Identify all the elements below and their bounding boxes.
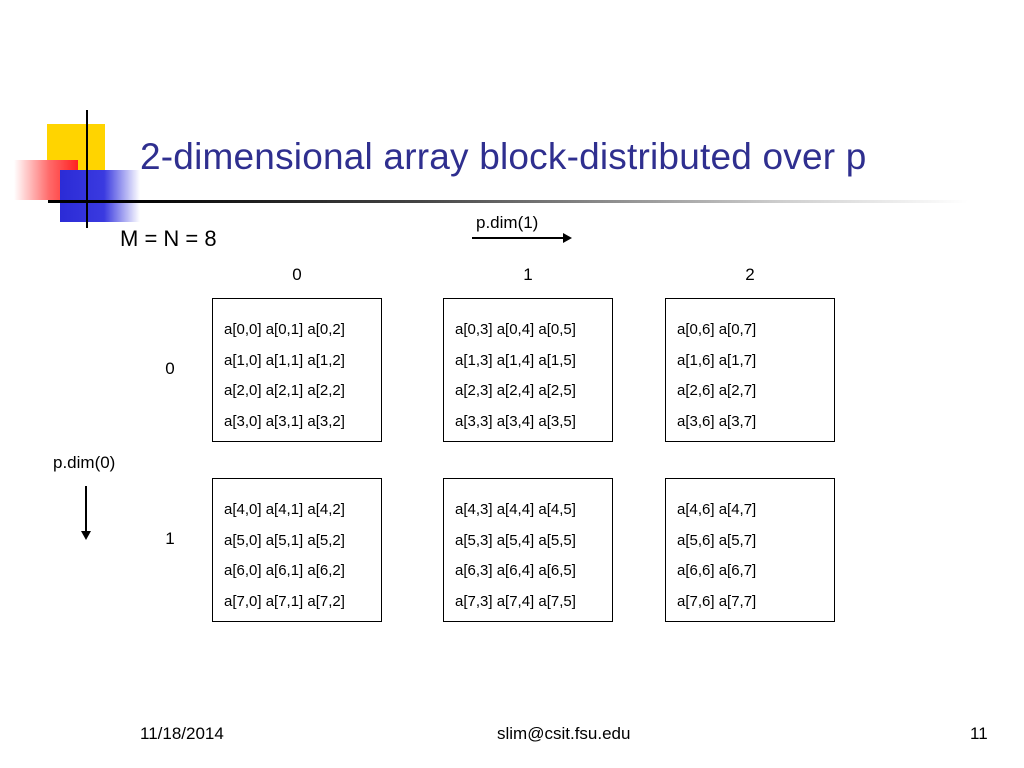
block-line: a[5,0] a[5,1] a[5,2] xyxy=(224,531,345,549)
block-0-0: a[0,0] a[0,1] a[0,2] a[1,0] a[1,1] a[1,2… xyxy=(212,298,382,442)
block-line: a[6,3] a[6,4] a[6,5] xyxy=(455,562,576,579)
block-line: a[6,6] a[6,7] xyxy=(677,562,757,579)
block-1-0: a[4,0] a[4,1] a[4,2] a[5,0] a[5,1] a[5,2… xyxy=(212,478,382,622)
down-arrow-icon xyxy=(81,486,91,540)
block-line: a[3,6] a[3,7] xyxy=(677,412,757,430)
row-header-0: 0 xyxy=(165,359,175,378)
title-underline xyxy=(48,200,968,203)
block-line: a[5,3] a[5,4] a[5,5] xyxy=(455,531,576,549)
column-header-1: 1 xyxy=(523,265,533,284)
block-line: a[3,3] a[3,4] a[3,5] xyxy=(455,412,576,430)
block-line: a[7,0] a[7,1] a[7,2] xyxy=(224,592,345,610)
block-line: a[2,6] a[2,7] xyxy=(677,382,757,399)
footer-page-number: 11 xyxy=(970,724,988,743)
block-line: a[2,0] a[2,1] a[2,2] xyxy=(224,382,345,399)
p-dim1-label: p.dim(1) xyxy=(476,213,539,232)
block-0-2: a[0,6] a[0,7] a[1,6] a[1,7] a[2,6] a[2,7… xyxy=(665,298,835,442)
right-arrow-icon xyxy=(472,233,572,243)
block-1-1: a[4,3] a[4,4] a[4,5] a[5,3] a[5,4] a[5,5… xyxy=(443,478,613,622)
footer-date: 11/18/2014 xyxy=(140,724,224,743)
block-line: a[4,3] a[4,4] a[4,5] xyxy=(455,501,576,518)
block-1-2: a[4,6] a[4,7] a[5,6] a[5,7] a[6,6] a[6,7… xyxy=(665,478,835,622)
block-0-1: a[0,3] a[0,4] a[0,5] a[1,3] a[1,4] a[1,5… xyxy=(443,298,613,442)
column-header-0: 0 xyxy=(292,265,302,284)
block-line: a[1,3] a[1,4] a[1,5] xyxy=(455,351,576,369)
block-line: a[4,6] a[4,7] xyxy=(677,501,757,518)
block-line: a[7,3] a[7,4] a[7,5] xyxy=(455,592,576,610)
block-line: a[4,0] a[4,1] a[4,2] xyxy=(224,501,345,518)
block-line: a[6,0] a[6,1] a[6,2] xyxy=(224,562,345,579)
block-line: a[0,6] a[0,7] xyxy=(677,321,757,338)
block-line: a[3,0] a[3,1] a[3,2] xyxy=(224,412,345,430)
block-line: a[1,6] a[1,7] xyxy=(677,351,757,369)
slide-title: 2-dimensional array block-distributed ov… xyxy=(140,136,867,177)
size-label: M = N = 8 xyxy=(120,226,217,251)
block-line: a[0,3] a[0,4] a[0,5] xyxy=(455,321,576,338)
block-line: a[2,3] a[2,4] a[2,5] xyxy=(455,382,576,399)
block-line: a[7,6] a[7,7] xyxy=(677,592,757,610)
block-line: a[5,6] a[5,7] xyxy=(677,531,757,549)
logo-blue-square xyxy=(60,170,140,222)
footer-email: slim@csit.fsu.edu xyxy=(497,724,631,743)
block-line: a[0,0] a[0,1] a[0,2] xyxy=(224,321,345,338)
block-line: a[1,0] a[1,1] a[1,2] xyxy=(224,351,345,369)
logo-vertical-line xyxy=(86,110,88,228)
column-header-2: 2 xyxy=(745,265,755,284)
p-dim0-label: p.dim(0) xyxy=(53,453,116,472)
row-header-1: 1 xyxy=(165,529,175,548)
